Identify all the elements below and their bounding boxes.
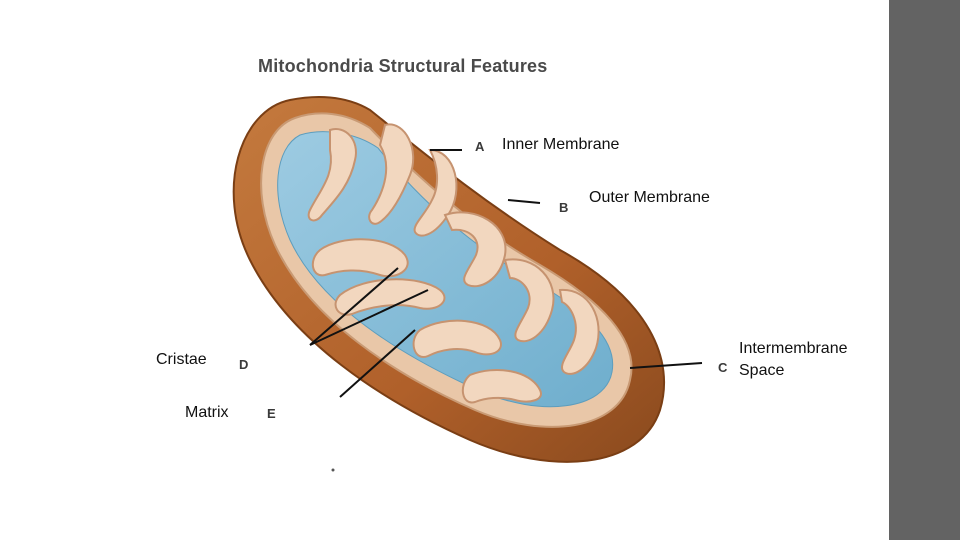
marker-d: D: [239, 357, 249, 372]
cristae-folds: [307, 123, 600, 404]
right-sidebar-bar: [889, 0, 960, 540]
marker-b: B: [559, 200, 569, 215]
stray-dot: [331, 468, 335, 472]
label-outer-membrane: Outer Membrane: [589, 189, 710, 206]
marker-c: C: [718, 360, 728, 375]
label-matrix: Matrix: [185, 404, 229, 421]
diagram-title: Mitochondria Structural Features: [258, 56, 548, 76]
label-intermembrane-space: Intermembrane Space: [739, 338, 848, 382]
label-inner-membrane: Inner Membrane: [502, 136, 620, 153]
marker-e: E: [267, 406, 276, 421]
label-intermembrane-line2: Space: [739, 362, 785, 379]
label-intermembrane-line1: Intermembrane: [739, 340, 848, 357]
mitochondria-diagram: [232, 96, 703, 472]
marker-a: A: [475, 139, 485, 154]
label-cristae: Cristae: [156, 351, 207, 368]
pointer-lines: [309, 149, 703, 398]
